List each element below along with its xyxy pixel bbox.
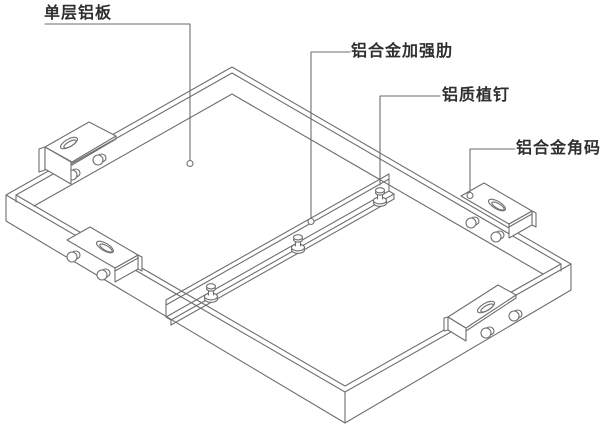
- corner-bracket-1: [38, 121, 117, 185]
- corner-bracket-2: [66, 226, 143, 283]
- label-single-layer-aluminum-panel: 单层铝板: [44, 3, 113, 22]
- leader-bracket: [466, 148, 516, 200]
- stud-1: [203, 283, 219, 303]
- label-aluminum-stud: 铝质植钉: [442, 85, 511, 104]
- stud-3: [372, 187, 388, 207]
- label-aluminum-alloy-reinforcing-rib: 铝合金加强肋: [351, 41, 454, 60]
- leader-lines: [44, 23, 516, 226]
- leader-rib: [307, 51, 351, 226]
- panel-tray: [5, 66, 572, 424]
- leader-panel: [44, 23, 194, 168]
- label-aluminum-alloy-corner-bracket: 铝合金角码: [516, 138, 600, 157]
- corner-bracket-4: [443, 284, 523, 342]
- corner-bracket-3: [460, 182, 537, 243]
- leader-stud: [379, 95, 441, 186]
- stud-2: [290, 234, 306, 254]
